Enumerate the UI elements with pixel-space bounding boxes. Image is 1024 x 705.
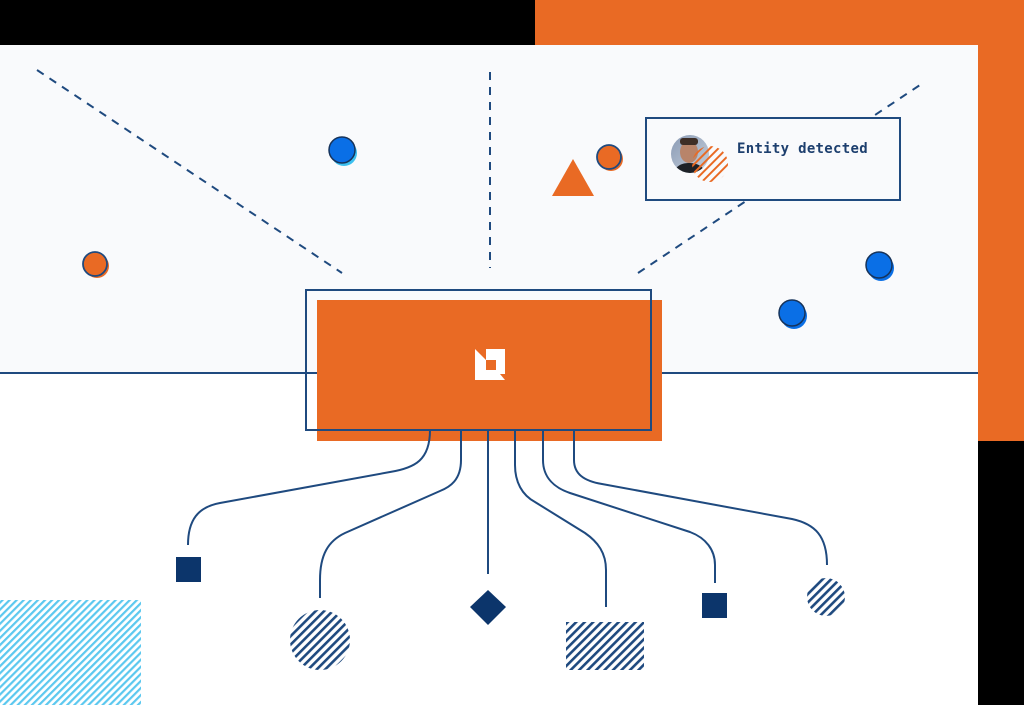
output-diamond [470,590,506,625]
output-hatched-circle-1 [290,610,350,670]
orange-dot [596,144,623,171]
orange-triangle [552,159,594,196]
logo-icon [475,349,505,380]
connector-6 [573,430,828,566]
connector-5 [542,430,716,583]
connector-1 [187,429,431,546]
card-label: Entity detected [737,141,868,157]
blue-dot [328,136,357,166]
blue-dot [778,299,807,329]
dashed-line-left [36,69,343,274]
hub-outline [305,289,652,431]
orange-dot [82,251,109,278]
output-square-1 [176,557,201,582]
cyan-hatch-decoration [0,600,141,705]
entity-detected-card: Entity detected [645,117,901,201]
output-hatched-circle-2 [807,578,845,616]
avatar [671,135,731,185]
blue-dot [865,251,894,281]
orange-band-right [978,0,1024,441]
connectors [187,429,828,607]
output-square-2 [702,593,727,618]
connector-4 [514,430,607,607]
orange-band-top [535,0,1024,45]
output-hatched-rect [566,622,644,670]
connector-2 [319,430,462,598]
person-avatar-icon [671,135,728,182]
